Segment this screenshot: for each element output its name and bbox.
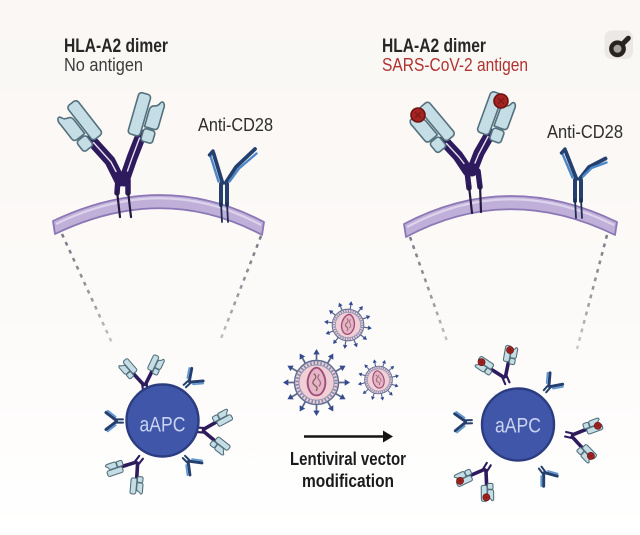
- svg-text:Anti-CD28: Anti-CD28: [547, 121, 623, 142]
- svg-text:No antigen: No antigen: [64, 54, 143, 75]
- svg-text:aAPC: aAPC: [140, 414, 186, 437]
- svg-text:Anti-CD28: Anti-CD28: [198, 114, 273, 135]
- svg-text:aAPC: aAPC: [495, 415, 541, 438]
- svg-text:modification: modification: [302, 470, 394, 491]
- svg-text:Lentiviral vector: Lentiviral vector: [290, 448, 406, 469]
- svg-text:SARS-CoV-2 antigen: SARS-CoV-2 antigen: [382, 54, 528, 75]
- svg-text:HLA-A2 dimer: HLA-A2 dimer: [382, 36, 486, 57]
- svg-text:HLA-A2 dimer: HLA-A2 dimer: [64, 36, 168, 57]
